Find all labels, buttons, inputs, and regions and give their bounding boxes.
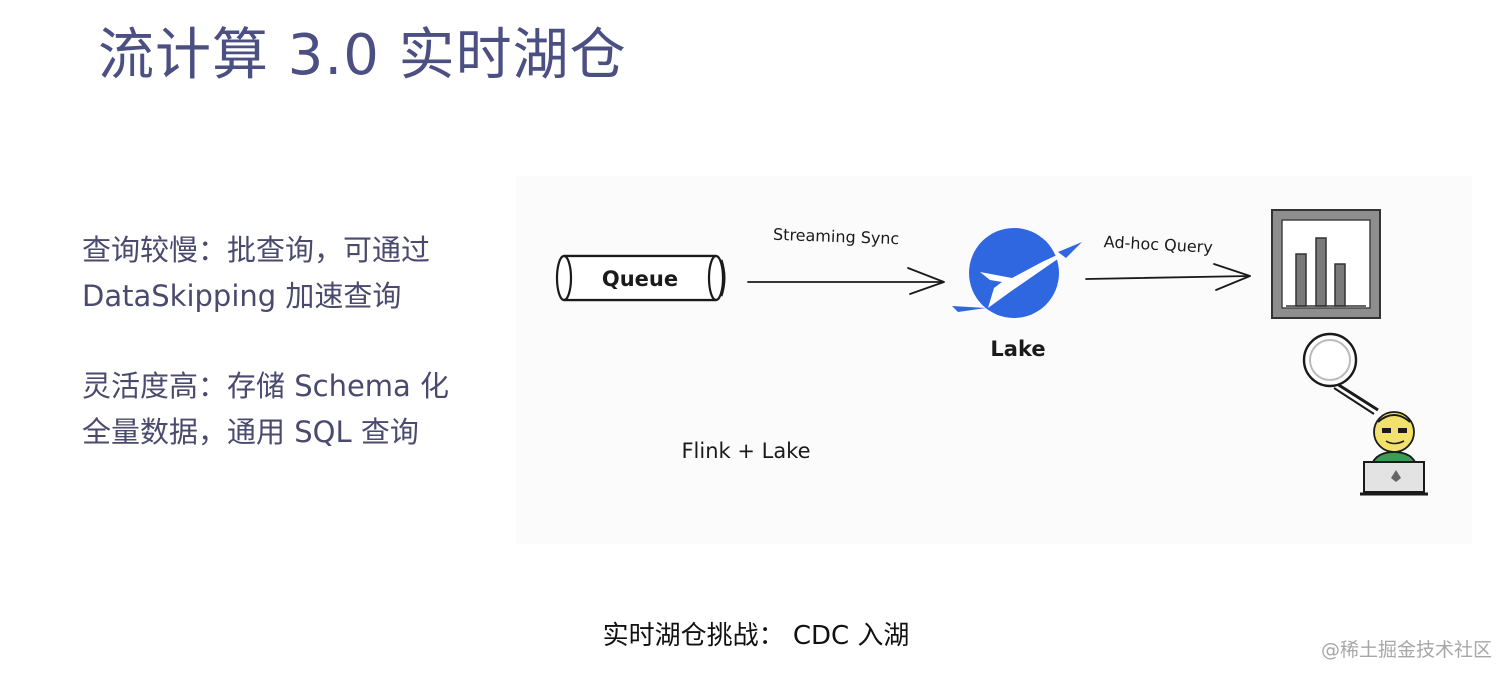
query-slow-note: 查询较慢：批查询，可通过 DataSkipping 加速查询 [82,227,430,319]
adhoc-query-label: Ad-hoc Query [1103,232,1213,257]
flexibility-line-1: 灵活度高：存储 Schema 化 [82,369,450,403]
queue-icon [555,254,726,302]
query-slow-line-2: DataSkipping 加速查询 [82,279,402,313]
diagram-canvas: Queue Streaming Sync Lake Ad-hoc Query [555,209,1428,496]
flink-lake-label: Flink + Lake [681,439,810,463]
bottom-caption: 实时湖仓挑战： CDC 入湖 [602,621,910,651]
analyst-person-icon [1360,411,1428,496]
lake-logo-icon [952,228,1082,318]
queue-label: Queue [602,267,678,291]
flexibility-note: 灵活度高：存储 Schema 化 全量数据，通用 SQL 查询 [82,363,449,455]
slide-title: 流计算 3.0 实时湖仓 [98,23,627,88]
query-slow-line-1: 查询较慢：批查询，可通过 [82,233,431,267]
lake-label: Lake [990,337,1045,361]
streaming-sync-arrow [747,267,945,295]
dashboard-chart-icon [1271,209,1381,319]
adhoc-query-arrow [1085,263,1251,291]
magnifier-icon [1302,332,1379,415]
flexibility-line-2: 全量数据，通用 SQL 查询 [82,415,419,449]
watermark: @稀土掘金技术社区 [1320,639,1492,661]
streaming-sync-label: Streaming Sync [773,225,900,248]
architecture-diagram: Queue Streaming Sync Lake Ad-hoc Query [516,176,1472,544]
